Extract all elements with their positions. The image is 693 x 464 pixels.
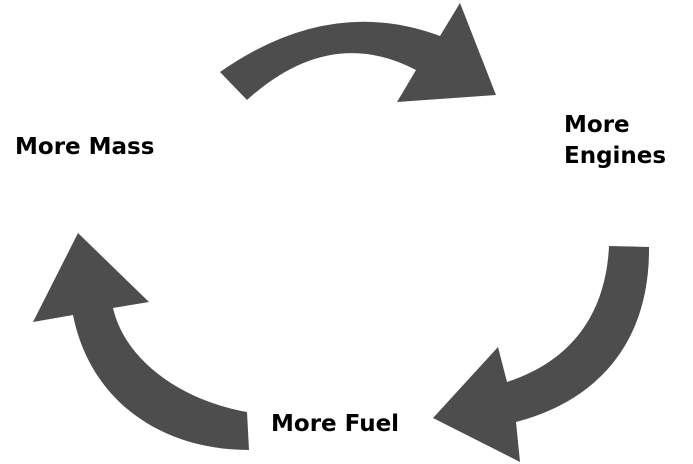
- arrow-fuel-to-mass: [33, 233, 249, 450]
- node-more-mass: More Mass: [15, 134, 155, 160]
- node-more-fuel: More Fuel: [271, 411, 400, 437]
- arrow-mass-to-engines: [220, 3, 496, 102]
- arrow-engines-to-fuel: [433, 246, 650, 462]
- node-more-engines-line1: More: [564, 112, 630, 138]
- node-more-engines-line2: Engines: [564, 143, 667, 169]
- node-more-engines: More Engines: [564, 110, 666, 172]
